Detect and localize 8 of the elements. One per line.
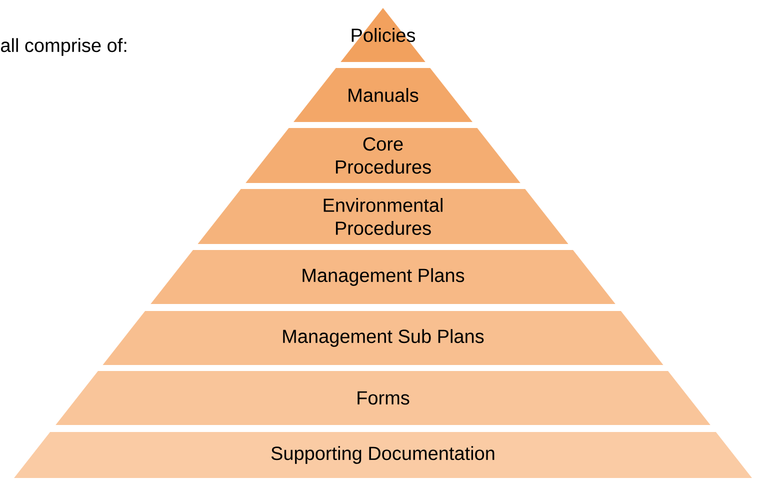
pyramid-tier: Management Sub Plans bbox=[102, 310, 664, 365]
pyramid-tier: Management Plans bbox=[150, 250, 616, 304]
intro-text: all comprise of: bbox=[1, 38, 126, 56]
pyramid-tier: Core Procedures bbox=[246, 128, 520, 183]
pyramid-tier: Environmental Procedures bbox=[198, 189, 568, 244]
pyramid-tier: Supporting Documentation bbox=[14, 432, 752, 478]
pyramid-tier: Manuals bbox=[294, 68, 472, 122]
pyramid-tier: Forms bbox=[56, 370, 710, 425]
